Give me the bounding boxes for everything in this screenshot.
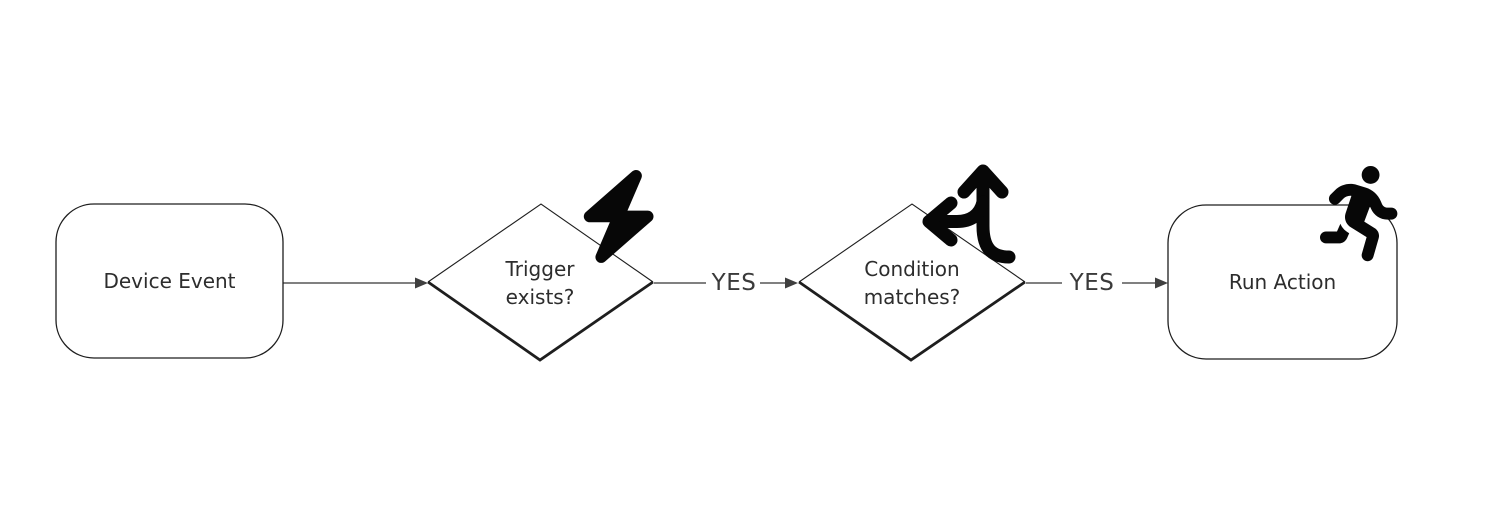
arrowhead-icon <box>785 277 798 289</box>
diamond-fill <box>799 204 1025 360</box>
node-condition-matches-shape <box>798 203 1026 362</box>
lightning-bolt-icon <box>583 169 654 263</box>
arrowhead-icon <box>415 277 428 289</box>
person-running-icon <box>1320 166 1398 262</box>
split-arrows-left-branch <box>934 195 990 228</box>
node-trigger-exists-shape <box>427 203 654 362</box>
edge-condition-to-run-action <box>1026 277 1168 289</box>
split-arrows-left-head <box>922 196 958 247</box>
diamond-top-edges <box>427 203 654 283</box>
edge-device-event-to-trigger <box>283 277 428 289</box>
node-device-event-shape <box>55 203 284 359</box>
arrowhead-icon <box>1155 277 1168 289</box>
split-arrows-stem <box>976 172 1016 264</box>
node-run-action-shape <box>1167 204 1398 360</box>
diamond-bottom-edges <box>798 280 1026 362</box>
edge-trigger-to-condition <box>654 277 798 289</box>
diamond-bottom-edges <box>427 280 654 362</box>
split-arrows-up-head <box>957 164 1009 199</box>
split-arrows-icon <box>922 164 1016 264</box>
